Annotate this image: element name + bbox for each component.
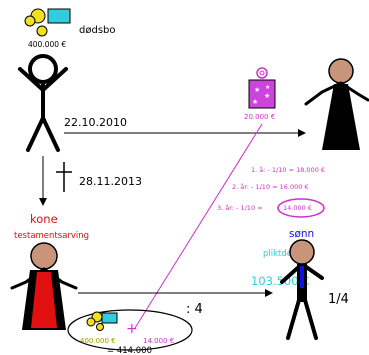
gift-flow-line	[134, 123, 263, 329]
wife-title: kone	[30, 212, 58, 226]
estate-label: dødsbo	[79, 25, 116, 36]
svg-text:★: ★	[264, 92, 270, 100]
year-3-highlight	[277, 198, 325, 218]
deduction-year-3-value: 14.000 €	[283, 204, 312, 212]
wife-subtitle: testamentsarving	[14, 231, 89, 241]
deceased-figure	[18, 54, 68, 152]
svg-text:★: ★	[265, 84, 270, 91]
divisor-label: : 4	[186, 302, 203, 317]
son-figure	[280, 239, 324, 340]
son-title: sønn	[289, 228, 314, 240]
gift-box-icon: ★ ★ ★ ★	[248, 67, 276, 109]
calculation-ellipse	[67, 309, 193, 351]
calc-money-icon	[86, 311, 118, 331]
svg-text:★: ★	[252, 98, 258, 106]
calc-gift-part: 14.000 €	[143, 337, 174, 345]
deduction-year-1: 1. å: - 1/10 = 18.000 €	[251, 165, 325, 174]
death-date: 28.11.2013	[79, 175, 142, 188]
forced-share-label: pliktdel	[263, 249, 294, 259]
calc-estate-part: 400.000 €	[80, 337, 116, 345]
deduction-year-3: 3. år: - 1/10 =	[217, 203, 263, 212]
calc-plus: +	[126, 321, 138, 337]
gift-recipient-figure	[304, 58, 369, 150]
cross-icon	[56, 162, 72, 192]
gift-date: 22.10.2010	[64, 116, 127, 129]
estate-value: 400.000 €	[28, 40, 66, 49]
calc-total: = 414.000	[107, 346, 152, 355]
wife-figure	[10, 242, 78, 330]
deduction-year-2: 2. år: - 1/10 = 16.000 €	[232, 182, 309, 191]
forced-share-value: 103.500 €	[251, 274, 310, 288]
estate-money-icon	[24, 8, 71, 37]
gift-value: 20.000 €	[244, 113, 275, 121]
svg-text:★: ★	[254, 86, 260, 94]
son-fraction: 1/4	[328, 292, 349, 307]
